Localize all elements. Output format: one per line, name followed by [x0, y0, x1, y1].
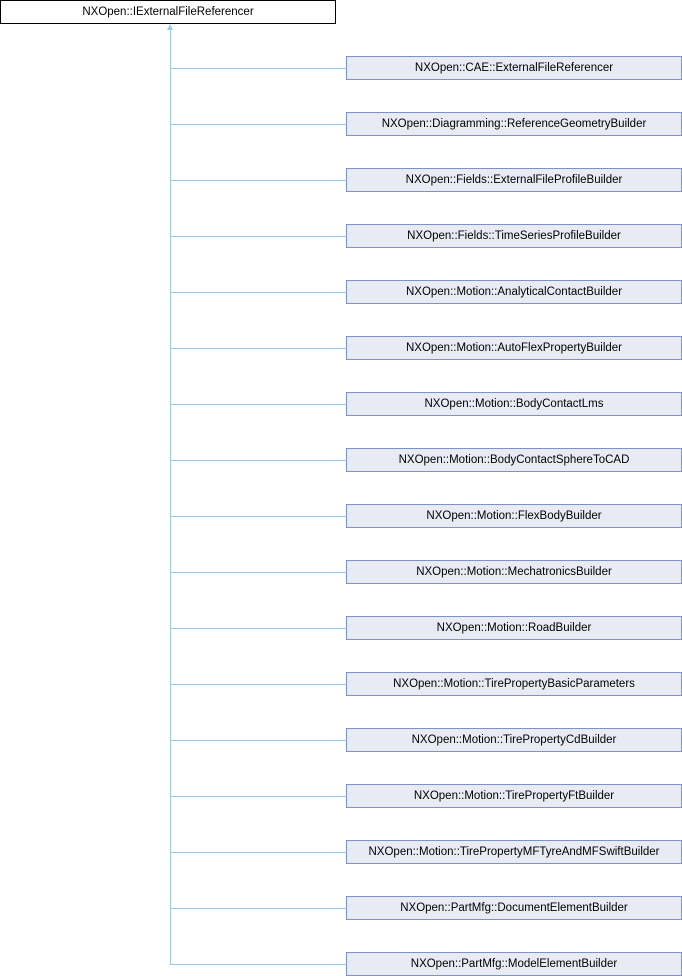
inheritance-edge — [170, 908, 346, 909]
derived-class-node[interactable]: NXOpen::Motion::BodyContactLms — [346, 392, 682, 416]
derived-class-label: NXOpen::Diagramming::ReferenceGeometryBu… — [381, 118, 647, 130]
derived-class-label: NXOpen::Motion::TirePropertyMFTyreAndMFS… — [368, 846, 660, 858]
derived-class-node[interactable]: NXOpen::PartMfg::DocumentElementBuilder — [346, 896, 682, 920]
inheritance-edge — [170, 180, 346, 181]
derived-class-node[interactable]: NXOpen::Motion::AnalyticalContactBuilder — [346, 280, 682, 304]
inheritance-edge — [170, 292, 346, 293]
derived-class-label: NXOpen::Motion::FlexBodyBuilder — [426, 510, 602, 522]
inheritance-edge — [170, 572, 346, 573]
inheritance-edge — [170, 796, 346, 797]
derived-class-label: NXOpen::Motion::TirePropertyBasicParamet… — [393, 678, 635, 690]
inheritance-edge — [170, 68, 346, 69]
derived-class-node[interactable]: NXOpen::Motion::MechatronicsBuilder — [346, 560, 682, 584]
inheritance-edge — [170, 628, 346, 629]
derived-class-label: NXOpen::Fields::ExternalFileProfileBuild… — [405, 174, 623, 186]
inheritance-edge — [170, 740, 346, 741]
inheritance-edge — [170, 460, 346, 461]
derived-class-node[interactable]: NXOpen::Motion::TirePropertyCdBuilder — [346, 728, 682, 752]
derived-class-node[interactable]: NXOpen::Fields::TimeSeriesProfileBuilder — [346, 224, 682, 248]
derived-class-label: NXOpen::Fields::TimeSeriesProfileBuilder — [407, 230, 621, 242]
inheritance-edge — [170, 124, 346, 125]
derived-class-node[interactable]: NXOpen::Motion::TirePropertyFtBuilder — [346, 784, 682, 808]
inheritance-edge — [170, 404, 346, 405]
derived-class-label: NXOpen::PartMfg::ModelElementBuilder — [410, 958, 618, 970]
derived-class-node[interactable]: NXOpen::Motion::TirePropertyMFTyreAndMFS… — [346, 840, 682, 864]
derived-class-node[interactable]: NXOpen::Motion::TirePropertyBasicParamet… — [346, 672, 682, 696]
derived-class-node[interactable]: NXOpen::Motion::BodyContactSphereToCAD — [346, 448, 682, 472]
derived-class-node[interactable]: NXOpen::Motion::RoadBuilder — [346, 616, 682, 640]
inheritance-edge — [170, 684, 346, 685]
derived-class-node[interactable]: NXOpen::CAE::ExternalFileReferencer — [346, 56, 682, 80]
derived-class-label: NXOpen::Motion::AnalyticalContactBuilder — [405, 286, 623, 298]
derived-class-label: NXOpen::Motion::TirePropertyCdBuilder — [411, 734, 617, 746]
inheritance-edge — [170, 964, 346, 965]
derived-class-label: NXOpen::CAE::ExternalFileReferencer — [414, 62, 614, 74]
derived-class-node[interactable]: NXOpen::Motion::FlexBodyBuilder — [346, 504, 682, 528]
derived-class-node[interactable]: NXOpen::Fields::ExternalFileProfileBuild… — [346, 168, 682, 192]
derived-class-node[interactable]: NXOpen::Motion::AutoFlexPropertyBuilder — [346, 336, 682, 360]
derived-class-node[interactable]: NXOpen::PartMfg::ModelElementBuilder — [346, 952, 682, 976]
derived-class-label: NXOpen::Motion::RoadBuilder — [436, 622, 592, 634]
inheritance-edge — [170, 236, 346, 237]
derived-class-label: NXOpen::Motion::BodyContactLms — [424, 398, 604, 410]
derived-class-label: NXOpen::Motion::AutoFlexPropertyBuilder — [405, 342, 623, 354]
derived-class-label: NXOpen::Motion::MechatronicsBuilder — [416, 566, 612, 578]
base-class-node[interactable]: NXOpen::IExternalFileReferencer — [0, 0, 336, 24]
base-class-label: NXOpen::IExternalFileReferencer — [82, 6, 254, 18]
inheritance-edge — [170, 852, 346, 853]
derived-class-node[interactable]: NXOpen::Diagramming::ReferenceGeometryBu… — [346, 112, 682, 136]
inheritance-edge — [170, 348, 346, 349]
derived-class-label: NXOpen::Motion::BodyContactSphereToCAD — [398, 454, 630, 466]
derived-class-label: NXOpen::Motion::TirePropertyFtBuilder — [413, 790, 615, 802]
derived-class-label: NXOpen::PartMfg::DocumentElementBuilder — [400, 902, 628, 914]
inheritance-trunk-line — [170, 27, 171, 964]
inheritance-edge — [170, 516, 346, 517]
